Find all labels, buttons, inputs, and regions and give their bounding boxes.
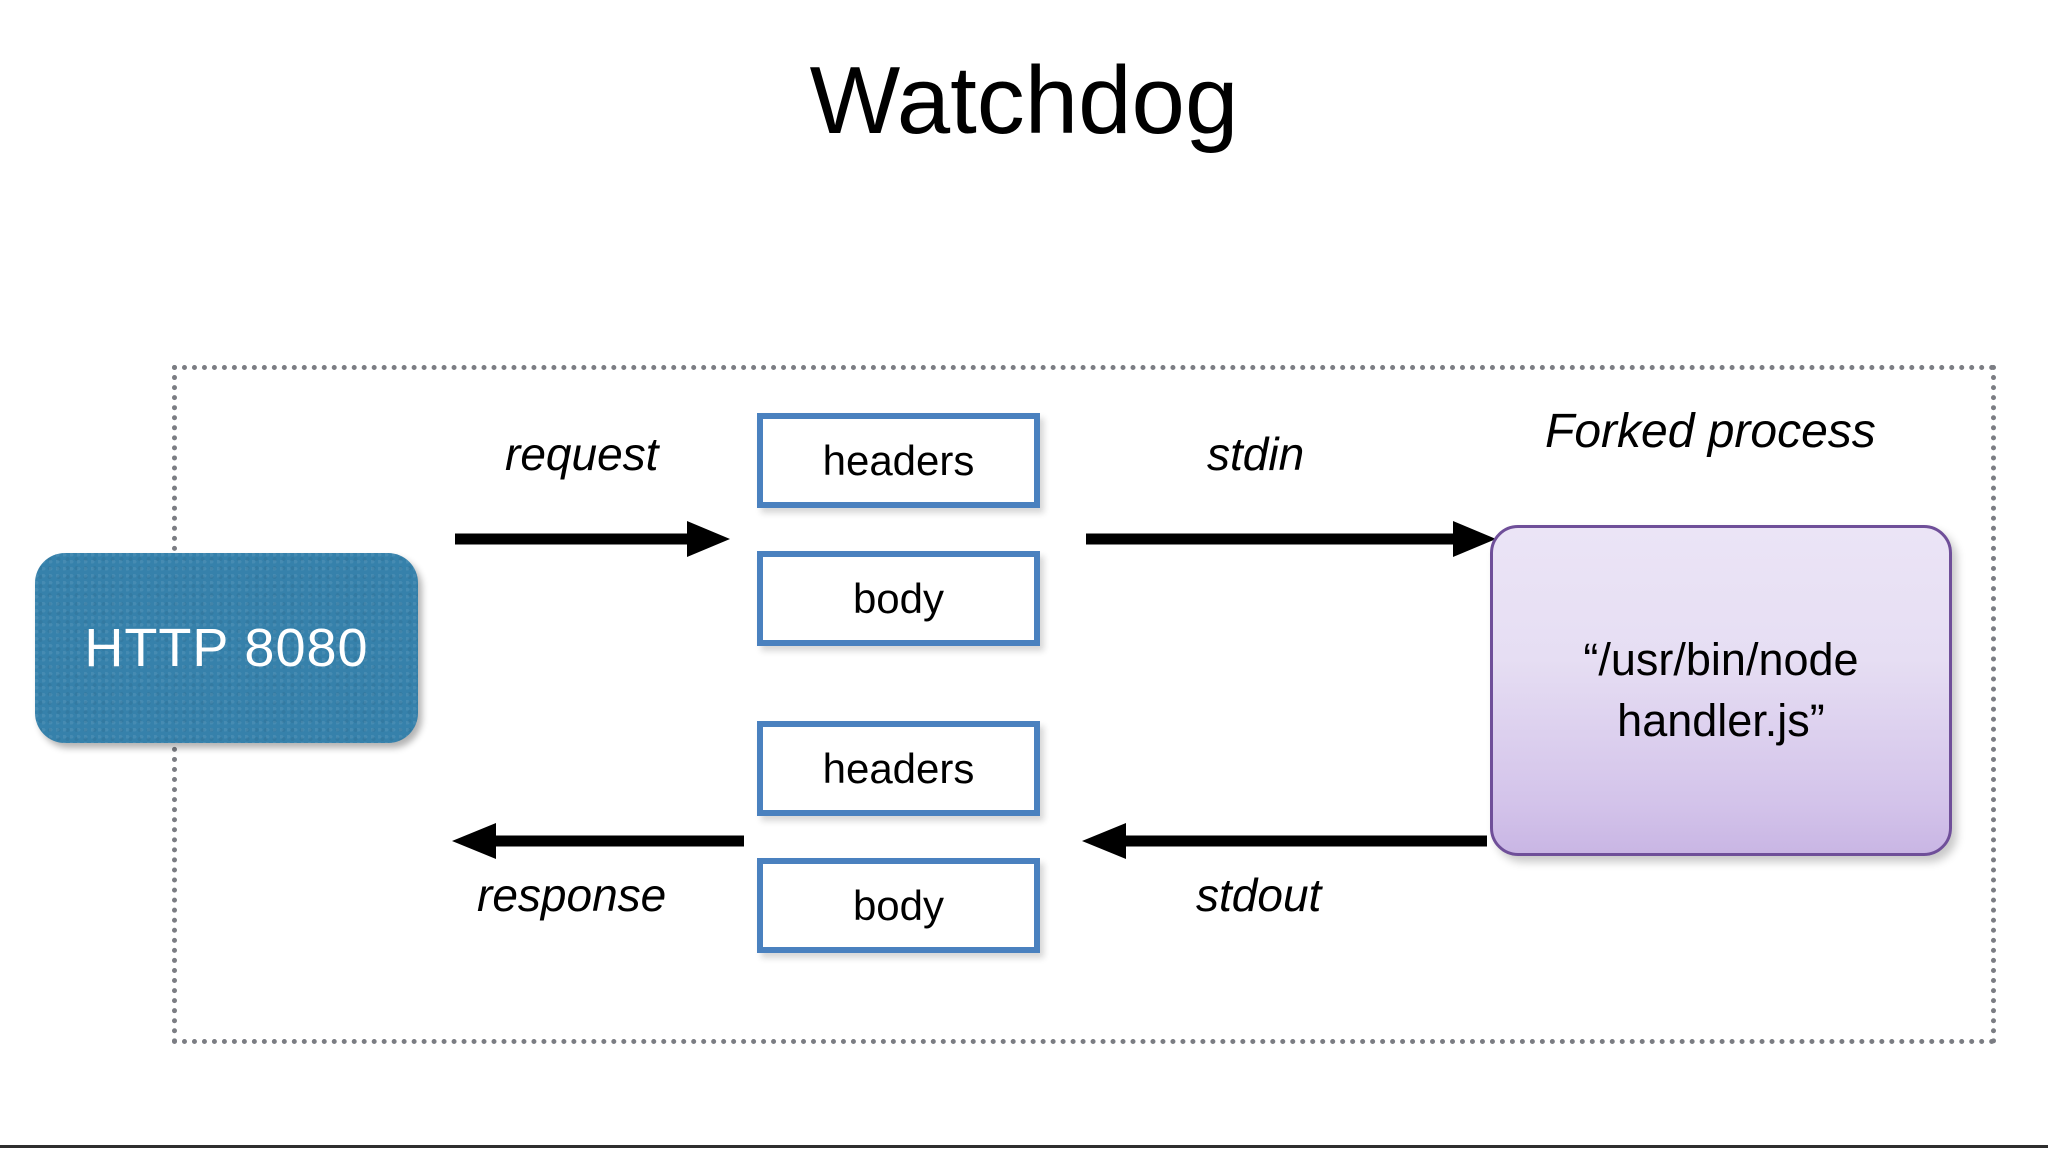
stdin-arrow-icon: [1086, 521, 1496, 557]
slide-bottom-divider: [0, 1145, 2048, 1148]
forked-process-box[interactable]: “/usr/bin/node handler.js”: [1490, 525, 1952, 856]
stdout-arrow-icon: [1082, 823, 1487, 859]
page-title: Watchdog: [809, 47, 1239, 154]
http-endpoint-label: HTTP 8080: [84, 618, 369, 678]
response-headers-box[interactable]: headers: [757, 721, 1040, 816]
response-arrow-label: response: [477, 869, 667, 921]
forked-process-caption: Forked process: [1545, 405, 1876, 458]
request-body-box[interactable]: body: [757, 551, 1040, 646]
request-headers-box[interactable]: headers: [757, 413, 1040, 508]
response-arrow-icon: [452, 823, 744, 859]
http-endpoint-box[interactable]: HTTP 8080: [35, 553, 418, 743]
response-body-box[interactable]: body: [757, 858, 1040, 953]
forked-process-command: “/usr/bin/node handler.js”: [1583, 633, 1859, 746]
stdout-label: stdout: [1196, 869, 1322, 921]
request-arrow-icon: [455, 521, 730, 557]
request-arrow-label: request: [505, 428, 659, 480]
stdin-label: stdin: [1207, 428, 1305, 480]
